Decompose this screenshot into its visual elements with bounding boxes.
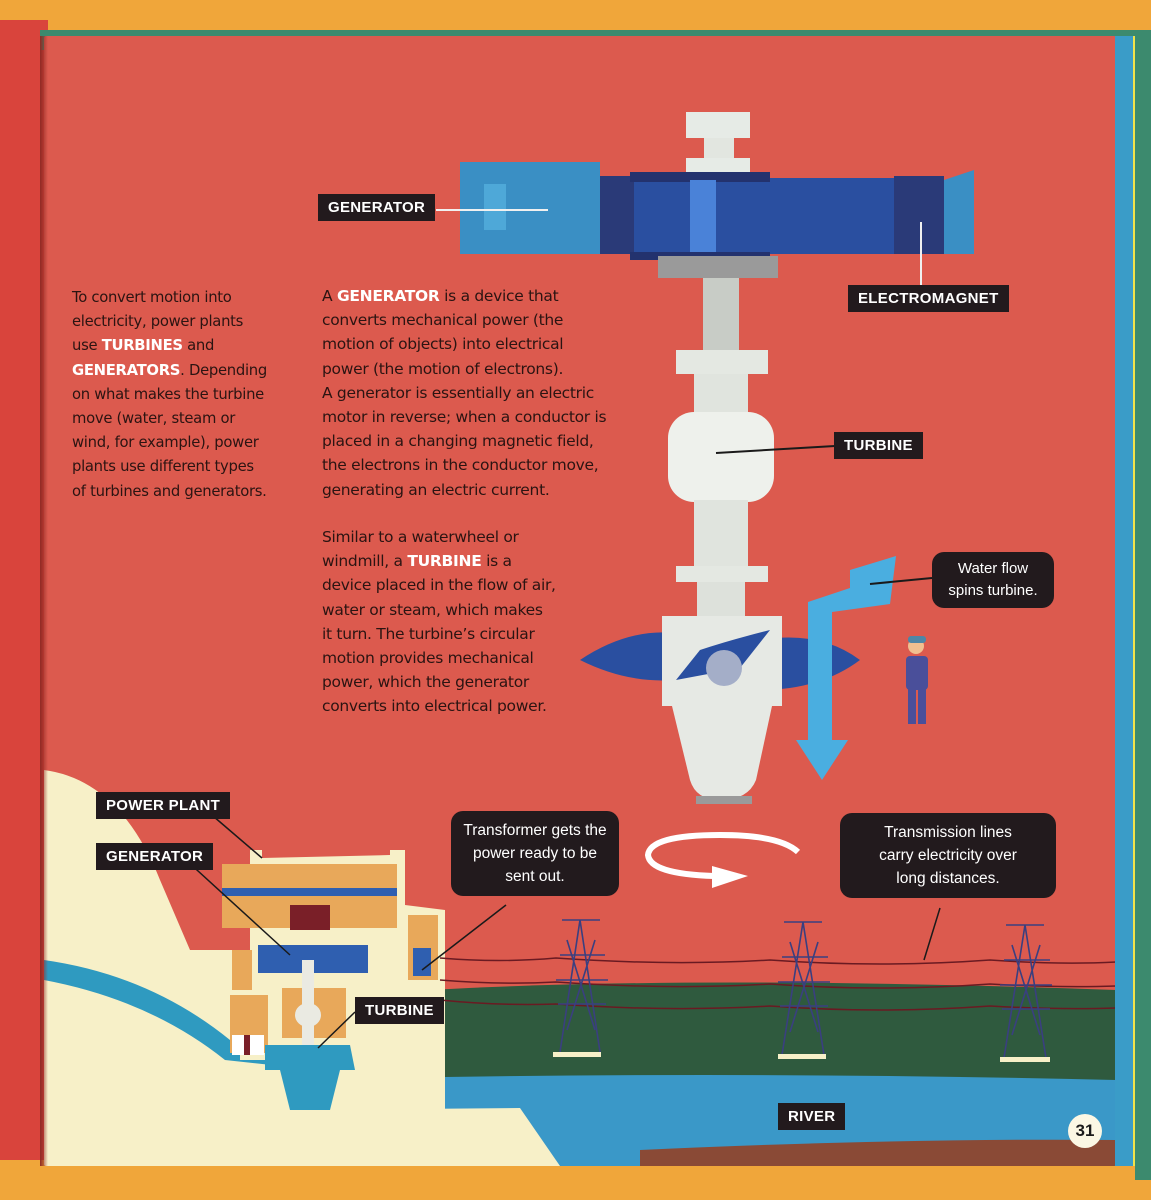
text-line: device placed in the flow of air, bbox=[322, 576, 556, 595]
text-line: GENERATORS. Depending bbox=[72, 361, 267, 379]
page-31 bbox=[44, 36, 1116, 1166]
generator-housing-left bbox=[460, 162, 600, 254]
text-line: A GENERATOR is a device that bbox=[322, 287, 559, 305]
callout-line: Transmission lines bbox=[884, 824, 1012, 841]
worker-figure-icon bbox=[906, 656, 928, 690]
callout-line: power ready to be bbox=[472, 845, 598, 862]
text-line: placed in a changing magnetic field, bbox=[322, 432, 594, 451]
generator-paragraph: A GENERATOR is a device that converts me… bbox=[322, 284, 652, 502]
illustration bbox=[44, 112, 1116, 1166]
text-line: of turbines and generators. bbox=[72, 482, 267, 500]
callout-line: long distances. bbox=[896, 870, 1000, 887]
shore bbox=[300, 1108, 560, 1166]
label-generator-plant: GENERATOR bbox=[96, 843, 214, 870]
text-line: power, which the generator bbox=[322, 673, 529, 692]
electromagnet-coils bbox=[894, 176, 944, 254]
label-turbine-plant: TURBINE bbox=[355, 997, 444, 1024]
label-generator: GENERATOR bbox=[318, 194, 436, 221]
water-flow-arrow-icon bbox=[796, 556, 896, 780]
callout-line: carry electricity over bbox=[879, 847, 1017, 864]
callout-line: sent out. bbox=[505, 868, 565, 885]
book-cover-edge-right bbox=[1135, 30, 1151, 1180]
label-electromagnet: ELECTROMAGNET bbox=[848, 285, 1009, 312]
callout-transmission-lines: Transmission lines carry electricity ove… bbox=[840, 813, 1056, 898]
callout-line: Water flow bbox=[957, 560, 1029, 577]
spine-shadow bbox=[40, 36, 48, 1166]
label-turbine: TURBINE bbox=[834, 432, 923, 459]
callout-line: Transformer gets the bbox=[463, 822, 607, 839]
text-line: generating an electric current. bbox=[322, 480, 550, 499]
highlight-generators: GENERATORS bbox=[72, 361, 181, 379]
generator-rotor bbox=[634, 178, 894, 254]
next-page-edge bbox=[1115, 36, 1135, 1166]
text-line: converts mechanical power (the bbox=[322, 311, 564, 330]
text-line: motor in reverse; when a conductor is bbox=[322, 408, 607, 427]
text-line: To convert motion into bbox=[72, 289, 232, 306]
page-number: 31 bbox=[1068, 1114, 1102, 1148]
text-line: use TURBINES and bbox=[72, 337, 215, 355]
highlight-generator: GENERATOR bbox=[336, 287, 440, 305]
text-line: water or steam, which makes bbox=[322, 600, 543, 619]
text-line: wind, for example), power bbox=[72, 434, 259, 452]
label-river: RIVER bbox=[778, 1103, 846, 1130]
rotation-arrow-icon bbox=[644, 831, 801, 879]
text-line: windmill, a TURBINE is a bbox=[322, 552, 512, 571]
callout-line: spins turbine. bbox=[948, 582, 1038, 599]
text-line: motion provides mechanical bbox=[322, 649, 534, 668]
highlight-turbines: TURBINES bbox=[101, 337, 183, 355]
text-line: plants use different types bbox=[72, 458, 254, 476]
intro-paragraph: To convert motion into electricity, powe… bbox=[72, 286, 302, 504]
text-line: electricity, power plants bbox=[72, 313, 244, 331]
text-line: the electrons in the conductor move, bbox=[322, 456, 599, 475]
callout-transformer: Transformer gets the power ready to be s… bbox=[451, 811, 619, 896]
text-line: on what makes the turbine bbox=[72, 385, 264, 403]
pylon-icons bbox=[556, 919, 1052, 1059]
text-line: A generator is essentially an electric bbox=[322, 383, 594, 402]
text-line: power (the motion of electrons). bbox=[322, 359, 564, 378]
highlight-turbine: TURBINE bbox=[407, 552, 482, 571]
riverbank bbox=[640, 1139, 1116, 1166]
text-line: Similar to a waterwheel or bbox=[322, 528, 519, 546]
callout-water-flow: Water flow spins turbine. bbox=[932, 552, 1054, 608]
label-power-plant: POWER PLANT bbox=[96, 792, 231, 819]
turbine-paragraph: Similar to a waterwheel or windmill, a T… bbox=[322, 525, 602, 719]
text-line: motion of objects) into electrical bbox=[322, 335, 564, 354]
text-line: it turn. The turbine’s circular bbox=[322, 624, 535, 643]
text-line: move (water, steam or bbox=[72, 410, 236, 428]
text-line: converts into electrical power. bbox=[322, 697, 547, 716]
turbine-coupling bbox=[668, 412, 774, 502]
